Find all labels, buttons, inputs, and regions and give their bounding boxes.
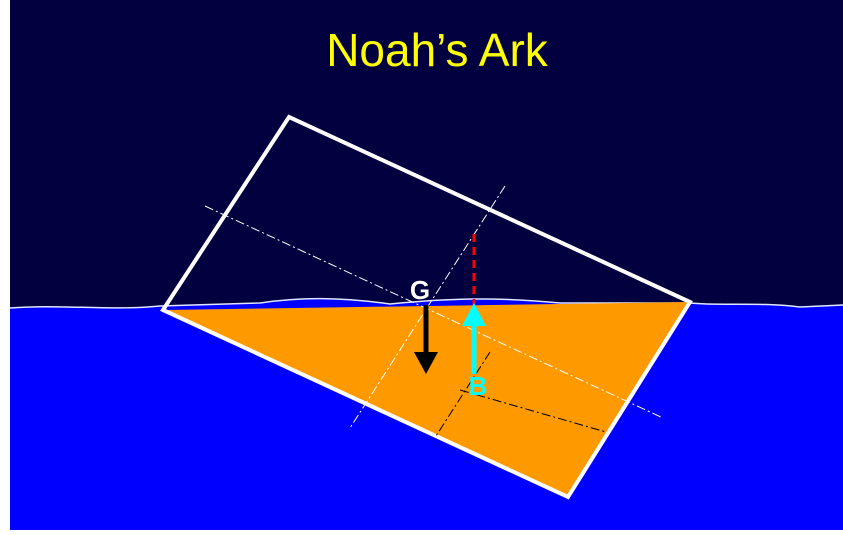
- hull-long-axis: [204, 205, 664, 419]
- submerged-long-axis: [459, 389, 607, 433]
- diagram-title: Noah’s Ark: [326, 24, 549, 76]
- wave-line: [9, 297, 843, 309]
- sky: [10, 0, 843, 308]
- submerged-hull: [163, 302, 690, 497]
- center-of-buoyancy-label: B: [469, 371, 488, 401]
- buoyancy-arrow: [462, 303, 486, 374]
- ark-hull-outline: [160, 114, 693, 500]
- up-arrow-icon: [462, 303, 486, 326]
- down-arrow-icon: [414, 352, 438, 374]
- gravity-arrow: [414, 305, 438, 374]
- center-of-gravity-label: G: [410, 275, 430, 305]
